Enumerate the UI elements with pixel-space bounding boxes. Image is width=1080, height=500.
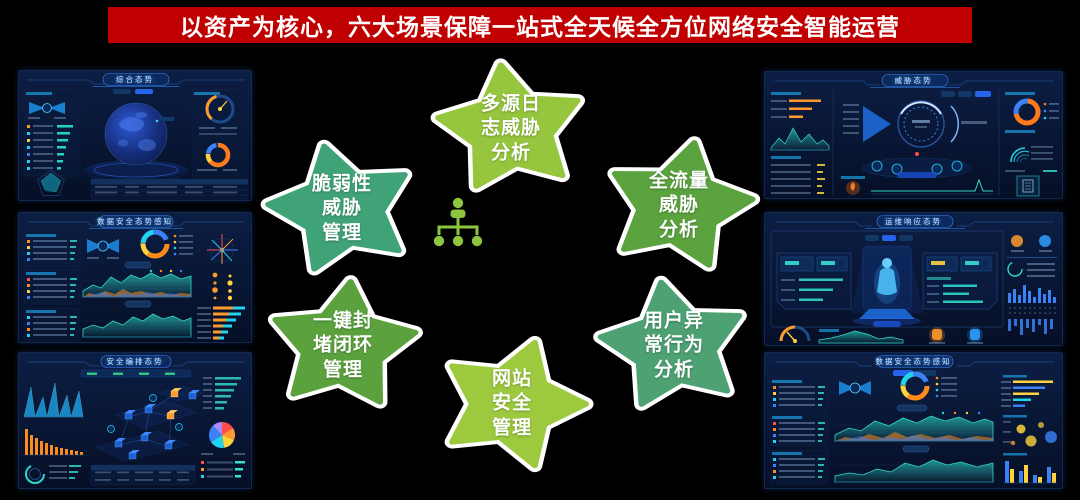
stacked-bars <box>197 306 245 340</box>
dashboard-data-security-left: 数据安全态势感知 <box>18 212 252 343</box>
dashboard-orchestration-topology: 安全编排态势 <box>18 352 252 489</box>
org-chart-person-icon <box>427 196 489 257</box>
dashboard-graphic <box>765 353 1062 488</box>
star-label: 全流量 威胁 分析 <box>648 170 709 241</box>
node-cubes <box>114 388 200 460</box>
right-column <box>197 234 245 340</box>
radar-chart <box>37 169 65 196</box>
star-label: 网站 安全 管理 <box>491 368 532 439</box>
starburst-chart <box>207 234 238 264</box>
bowtie-chart <box>839 381 871 395</box>
dashboard-title: 安全编排态势 <box>106 357 164 366</box>
star-label: 一键封 堵闭环 管理 <box>312 310 373 381</box>
left-panel <box>23 89 81 177</box>
pie-chart <box>208 421 236 448</box>
donut-legend <box>935 376 957 398</box>
dashboard-title: 综合态势 <box>116 75 154 84</box>
dashboard-comprehensive-situation: 综合态势 <box>18 70 252 201</box>
left-lists <box>769 377 829 485</box>
header-decor <box>27 355 245 378</box>
right-column <box>201 377 245 478</box>
right-column <box>1001 375 1058 484</box>
globe <box>83 89 189 182</box>
star-shape-icon <box>260 139 413 276</box>
dashboard-title: 运维响应态势 <box>885 217 942 226</box>
right-column <box>1005 92 1059 197</box>
star-shape-icon <box>444 335 594 473</box>
right-stats-column <box>1007 235 1057 335</box>
star-multi-source-log-threat-analysis: 多源日 志威胁 分析 <box>416 46 606 212</box>
dashboard-graphic <box>765 72 1062 198</box>
donut-chart <box>900 371 957 401</box>
area-chart-1 <box>834 404 994 442</box>
star-label: 脆弱性 威胁 管理 <box>311 173 372 244</box>
dashboard-title: 数据安全态势感知 <box>875 357 952 366</box>
header-decor <box>27 215 245 229</box>
bottom-table <box>90 464 196 486</box>
area-chart-1 <box>82 261 192 298</box>
topology-map <box>94 385 204 462</box>
star-shape-icon <box>267 275 423 409</box>
dashboard-title: 数据安全态势感知 <box>97 217 173 226</box>
donut-chart <box>140 229 193 259</box>
area-chart-2 <box>82 300 192 338</box>
hologram-stage <box>851 235 923 327</box>
star-full-traffic-threat-analysis: 全流量 威胁 分析 <box>584 123 774 289</box>
donut-legend <box>173 234 193 256</box>
shield-badges <box>107 394 183 433</box>
left-lists <box>23 231 81 342</box>
area-chart-2 <box>834 445 994 483</box>
status-icons <box>929 327 983 344</box>
orange-bar-chart <box>24 429 85 456</box>
star-label: 用户异 常行为 分析 <box>643 310 704 381</box>
left-panel <box>776 252 852 310</box>
dashboard-graphic <box>19 71 251 200</box>
dashboard-threat-situation: 威胁态势 <box>764 71 1063 199</box>
left-column <box>770 92 830 194</box>
platform <box>862 152 972 179</box>
star-vulnerability-threat-management: 脆弱性 威胁 管理 <box>247 126 437 292</box>
bottom-table <box>90 178 249 200</box>
peaks-chart <box>23 382 84 418</box>
header-decor <box>775 74 1054 88</box>
grouped-bars <box>1003 461 1058 484</box>
dashboard-ops-response: 运维响应态势 <box>764 212 1063 346</box>
bowtie-chart <box>87 239 119 259</box>
right-panel <box>922 252 998 310</box>
right-panel <box>191 89 249 177</box>
gauge-and-trend <box>779 325 904 344</box>
star-shape-icon <box>430 58 586 193</box>
dashboard-graphic <box>19 213 251 342</box>
bottom-line-chart <box>841 176 993 195</box>
header-decor <box>27 73 245 87</box>
banner-title: 以资产为核心，六大场景保障一站式全天候全方位网络安全智能运营 <box>108 7 972 43</box>
gauge-rows <box>25 464 81 484</box>
star-user-abnormal-behavior-analysis: 用户异 常行为 分析 <box>579 263 769 429</box>
star-label: 多源日 志威胁 分析 <box>480 93 541 164</box>
dot-strips <box>212 272 233 301</box>
dashboard-title: 威胁态势 <box>894 76 933 85</box>
star-one-key-block-closed-loop: 一键封 堵闭环 管理 <box>248 263 438 429</box>
center-gauge <box>843 91 991 179</box>
star-shape-icon <box>593 275 747 411</box>
dashboard-data-security-right: 数据安全态势感知 <box>764 352 1063 489</box>
star-shape-icon <box>607 136 761 272</box>
header-decor <box>775 215 1054 229</box>
dashboard-graphic <box>19 353 251 488</box>
star-website-security-management: 网站 安全 管理 <box>417 321 607 487</box>
dashboard-graphic <box>765 213 1062 345</box>
